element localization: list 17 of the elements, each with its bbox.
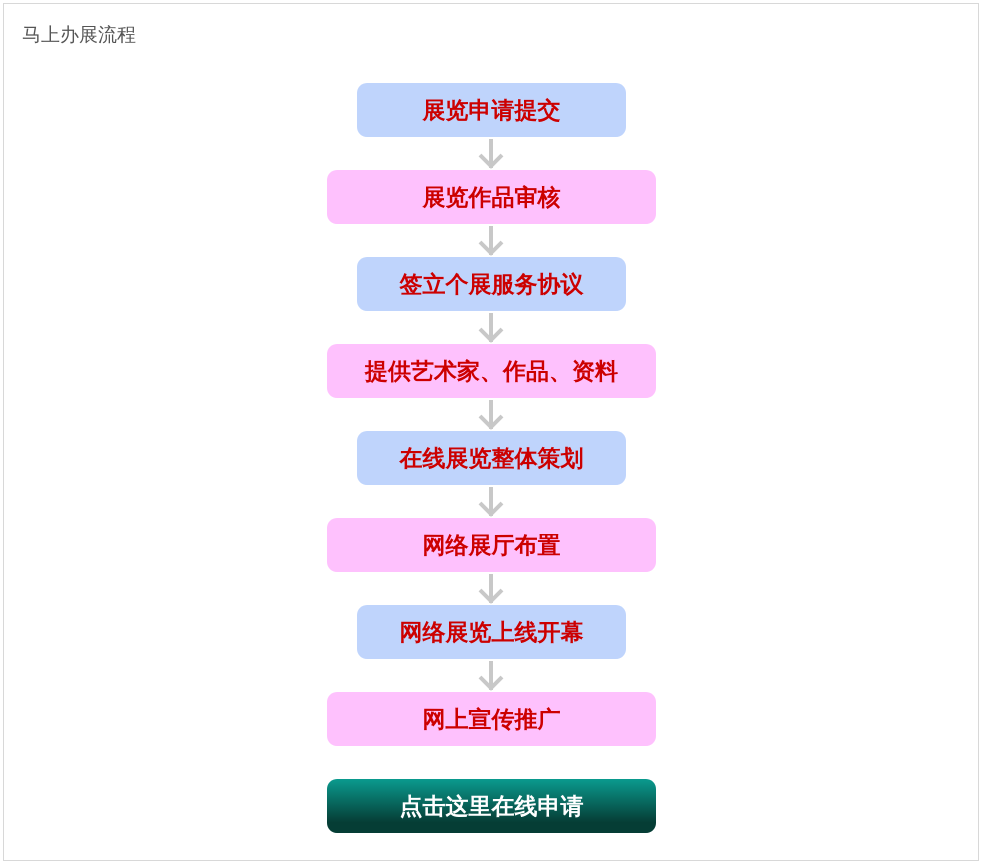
arrow: [478, 574, 504, 604]
process-box: 网上宣传推广: [327, 692, 656, 746]
process-box: 展览作品审核: [327, 170, 656, 224]
process-box: 网络展厅布置: [327, 518, 656, 572]
arrow: [478, 226, 504, 256]
process-box: 提供艺术家、作品、资料: [327, 344, 656, 398]
apply-button: 点击这里在线申请: [327, 779, 656, 833]
arrow: [478, 487, 504, 517]
arrow: [478, 400, 504, 430]
process-box: 在线展览整体策划: [357, 431, 626, 485]
arrow: [478, 313, 504, 343]
process-box: 展览申请提交: [357, 83, 626, 137]
arrow: [478, 139, 504, 169]
arrow: [478, 661, 504, 691]
process-box: 网络展览上线开幕: [357, 605, 626, 659]
process-box: 签立个展服务协议: [357, 257, 626, 311]
title: 马上办展流程: [22, 23, 136, 48]
